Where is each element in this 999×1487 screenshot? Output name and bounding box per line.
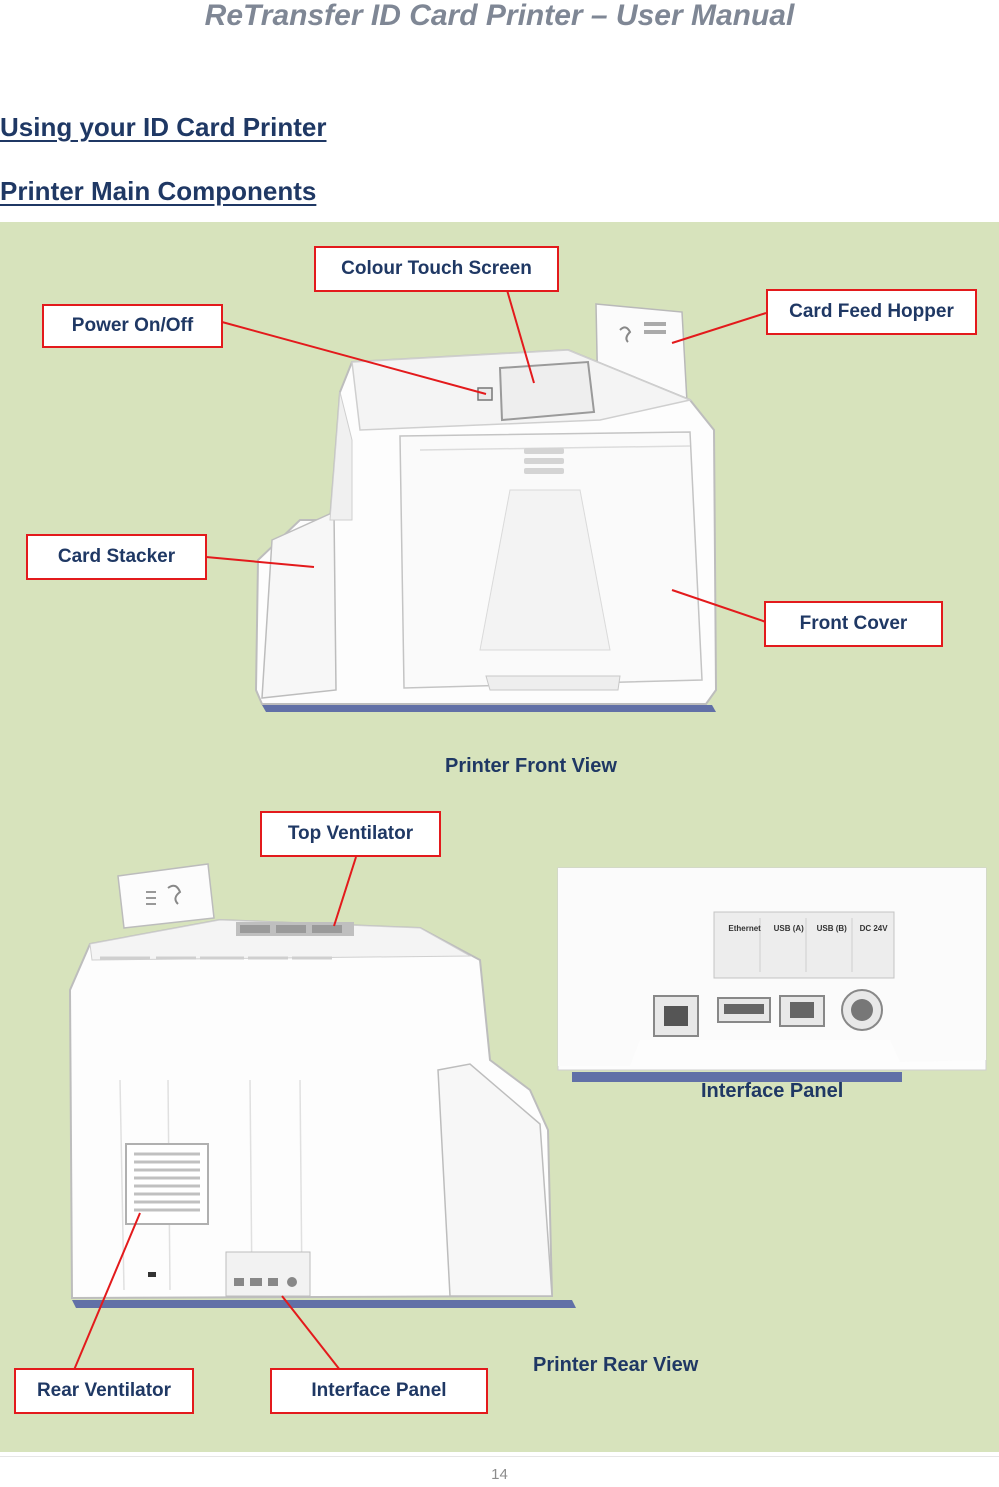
printer-front-image <box>254 303 718 712</box>
section-heading: Using your ID Card Printer <box>0 112 327 142</box>
callout-lines <box>73 289 767 1371</box>
caption-printer-rear-view: Printer Rear View <box>533 1354 699 1376</box>
caption-interface-panel: Interface Panel <box>701 1080 844 1102</box>
callout-front-cover: Front Cover <box>764 601 943 647</box>
callout-card-stacker: Card Stacker <box>26 534 207 580</box>
port-label-usb-a: USB (A) <box>773 924 804 933</box>
callout-power-on-off: Power On/Off <box>42 304 223 348</box>
subsection-heading: Printer Main Components <box>0 176 317 206</box>
interface-panel-photo <box>557 867 987 1082</box>
port-label-dc: DC 24V <box>859 924 888 933</box>
document-header: ReTransfer ID Card Printer – User Manual <box>204 0 795 32</box>
callout-interface-panel: Interface Panel <box>270 1368 488 1414</box>
port-labels: Ethernet USB (A) USB (B) DC 24V <box>722 924 894 933</box>
printer-rear-image <box>68 863 576 1308</box>
callout-colour-touch-screen: Colour Touch Screen <box>314 246 559 292</box>
port-label-ethernet: Ethernet <box>728 924 761 933</box>
page-number: 14 <box>491 1466 508 1483</box>
callout-rear-ventilator: Rear Ventilator <box>14 1368 194 1414</box>
callout-top-ventilator: Top Ventilator <box>260 811 441 857</box>
caption-printer-front-view: Printer Front View <box>445 755 617 777</box>
footer-divider <box>0 1456 999 1457</box>
callout-card-feed-hopper: Card Feed Hopper <box>766 289 977 335</box>
port-label-usb-b: USB (B) <box>816 924 847 933</box>
